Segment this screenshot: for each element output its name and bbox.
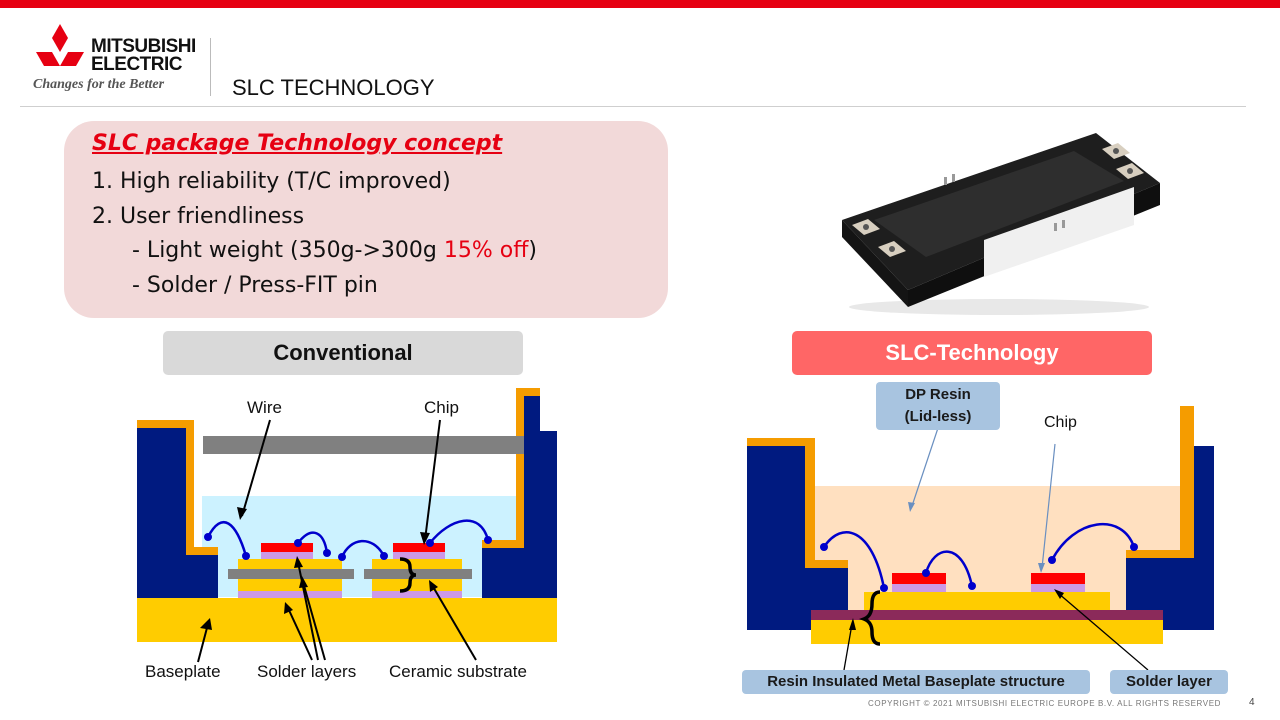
dp-resin-tag: DP Resin (Lid-less) — [876, 382, 1000, 430]
resin-insulation-layer — [811, 610, 1163, 620]
concept-sub-pins: - Solder / Press-FIT pin — [132, 273, 378, 298]
copper-top — [372, 559, 462, 569]
concept-item-user-friendliness: 2. User friendliness — [92, 204, 305, 229]
slc-blue-leader-lines — [911, 427, 1056, 569]
ceramic-substrate-label: Ceramic substrate — [389, 662, 527, 681]
solder-layers-label: Solder layers — [257, 662, 357, 681]
chip-solder — [892, 584, 946, 592]
weight-reduction-highlight: 15% off — [443, 238, 529, 263]
slc-cross-section — [747, 406, 1214, 671]
slc-chip-label: Chip — [1044, 414, 1077, 431]
chip-label: Chip — [424, 398, 459, 417]
slc-arrowheads — [849, 589, 1064, 630]
rimb-structure-tag: Resin Insulated Metal Baseplate structur… — [742, 670, 1090, 694]
concept-sub-light-weight: - Light weight (350g->300g 15% off) — [132, 238, 537, 263]
chip — [261, 543, 313, 552]
weight-text: - Light weight (350g->300g — [132, 238, 444, 263]
copper-pattern — [864, 592, 1110, 610]
dp-resin-tag-line1: DP Resin — [905, 386, 971, 403]
copper-top — [238, 559, 342, 569]
conventional-label: Conventional — [163, 331, 523, 375]
brand-name-line2: ELECTRIC — [91, 54, 183, 75]
slc-case-left — [747, 438, 848, 630]
slc-leader-lines — [843, 592, 1149, 671]
brand-tagline: Changes for the Better — [33, 77, 165, 92]
header-rule — [20, 106, 1246, 107]
concept-item-reliability: 1. High reliability (T/C improved) — [92, 169, 451, 194]
chip-solder — [1031, 584, 1085, 592]
chip — [1031, 573, 1085, 584]
chip — [393, 543, 445, 552]
copper-bottom — [372, 579, 462, 591]
conventional-cross-section — [137, 388, 557, 663]
chip — [892, 573, 946, 584]
wire-label: Wire — [247, 398, 282, 417]
slc-technology-label: SLC-Technology — [792, 331, 1152, 375]
ceramic-substrate — [228, 569, 354, 579]
lid — [203, 436, 524, 454]
bond-points — [204, 533, 492, 561]
rimb-brace — [859, 590, 881, 646]
page-number: 4 — [1249, 697, 1255, 708]
copper-bottom — [238, 579, 342, 591]
baseplate — [137, 598, 557, 642]
solder-layer — [372, 591, 462, 598]
ceramic-brace — [399, 557, 417, 593]
power-module-photo — [842, 133, 1160, 315]
solder-layer-tag: Solder layer — [1110, 670, 1228, 694]
slc-bond-wires — [822, 522, 1136, 589]
concept-box: SLC package Technology concept 1. High r… — [64, 121, 668, 318]
top-accent-bar — [0, 0, 1280, 8]
weight-text-end: ) — [528, 238, 537, 263]
header-divider — [210, 38, 211, 96]
chip-solder — [393, 552, 445, 559]
bond-wires — [206, 519, 490, 558]
conventional-leader-lines — [197, 419, 477, 663]
slide-title: SLC TECHNOLOGY — [232, 75, 435, 100]
concept-heading: SLC package Technology concept — [92, 131, 503, 156]
slc-bond-points — [820, 543, 1138, 592]
chip-solder — [261, 552, 313, 559]
solder-layer — [238, 591, 342, 598]
cross-section-diagrams: Wire Chip Baseplate Solder layers Cerami… — [0, 380, 1280, 720]
slc-lining-right — [1126, 406, 1194, 558]
ceramic-substrate — [364, 569, 472, 579]
baseplate-label: Baseplate — [145, 662, 221, 681]
conventional-arrowheads — [200, 507, 438, 630]
slc-blue-arrowheads — [908, 502, 1045, 573]
metal-baseplate — [811, 620, 1163, 644]
copyright-footer: COPYRIGHT © 2021 MITSUBISHI ELECTRIC EUR… — [868, 699, 1222, 708]
mitsubishi-logo-icon — [36, 24, 84, 66]
dp-resin-tag-line2: (Lid-less) — [904, 408, 972, 425]
brand-name-line1: MITSUBISHI — [91, 36, 196, 57]
